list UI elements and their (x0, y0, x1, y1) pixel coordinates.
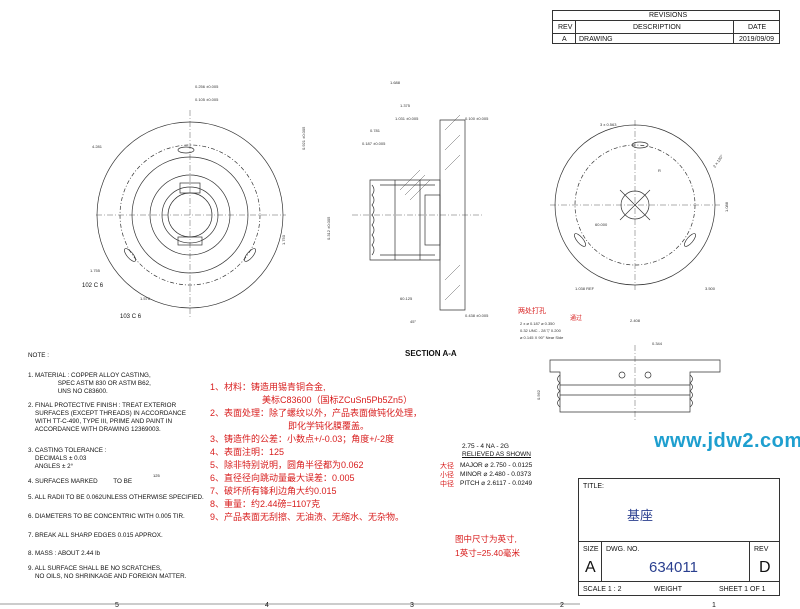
note-3: 3. CASTING TOLERANCE : DECIMALS ± 0.03 A… (28, 447, 107, 470)
cn-note-1b: 美标C83600（国标ZCuSn5Pb5Zn5） (262, 395, 413, 405)
note-9: 9. ALL SURFACE SHALL BE NO SCRATCHES, NO… (28, 565, 187, 580)
desc-col-header: DESCRIPTION (633, 24, 681, 31)
note-5: 5. ALL RADII TO BE 0.062UNLESS OTHERWISE… (28, 494, 204, 501)
note-4: 4. SURFACES MARKED TO BE (28, 478, 133, 485)
svg-text:R: R (658, 168, 661, 173)
weight-label: WEIGHT (654, 586, 682, 593)
thread-pitch: PITCH ⌀ 2.6117 - 0.0249 (460, 480, 533, 487)
callout-bubble-103: 103 C 6 (120, 314, 142, 320)
scale-label: SCALE 1 : 2 (583, 586, 622, 593)
front-view-left (96, 110, 286, 318)
svg-text:45°: 45° (410, 319, 416, 324)
revisions-header: REVISIONS (649, 12, 688, 19)
svg-text:0.781: 0.781 (370, 128, 381, 133)
svg-text:4.281: 4.281 (92, 144, 103, 149)
svg-text:0.312 ±0.005: 0.312 ±0.005 (326, 216, 331, 240)
date-row-value: 2019/09/09 (739, 36, 775, 43)
svg-text:60.000: 60.000 (595, 222, 608, 227)
svg-text:1.575: 1.575 (140, 296, 151, 301)
cn-note-2: 2、表面处理：除了螺纹以外，产品表面做钝化处理， (210, 408, 423, 418)
svg-text:1.038 REF: 1.038 REF (575, 286, 595, 291)
svg-text:1.088: 1.088 (724, 201, 729, 212)
svg-text:0.105 ±0.005: 0.105 ±0.005 (195, 97, 219, 102)
svg-text:3.500: 3.500 (705, 286, 716, 291)
title-block: TITLE: 基座 SIZE A DWG. NO. 634011 REV D S… (578, 478, 780, 596)
thread-subtitle: RELIEVED AS SHOWN (462, 451, 531, 458)
note-4-value: 125 (153, 473, 160, 478)
title-label: TITLE: (583, 483, 605, 490)
rev-col-header: REV (558, 24, 573, 31)
zone-5: 5 (115, 602, 119, 609)
rev-row-value: A (562, 36, 567, 43)
thread-detail-view (549, 345, 721, 420)
svg-text:0.32 UNC - 28 ▽ 0.200: 0.32 UNC - 28 ▽ 0.200 (520, 328, 562, 333)
cn-note-8: 8、重量：约2.44磅=1107克 (210, 499, 321, 509)
zone-4: 4 (265, 602, 269, 609)
svg-text:⌀ 0.145 X 90° Near Side: ⌀ 0.145 X 90° Near Side (520, 335, 564, 340)
svg-text:1.375: 1.375 (400, 103, 411, 108)
cn-note-2b: 即化学钝化膜覆盖。 (288, 421, 370, 431)
svg-text:0.187 ±0.005: 0.187 ±0.005 (362, 141, 386, 146)
section-label: SECTION A-A (405, 349, 457, 358)
svg-text:0.344: 0.344 (652, 341, 663, 346)
svg-text:1.031 ±0.005: 1.031 ±0.005 (395, 116, 419, 121)
svg-text:0.256 ±0.005: 0.256 ±0.005 (195, 84, 219, 89)
cn-note-4: 4、表面注明：125 (210, 447, 285, 457)
rev-value: D (759, 559, 771, 576)
size-value: A (585, 559, 596, 576)
zone-3: 3 (410, 602, 414, 609)
date-col-header: DATE (748, 24, 767, 31)
cn-note-9: 9、产品表面无刮擦、无油渍、无缩水、无杂物。 (210, 512, 405, 522)
zone-1: 1 (712, 602, 716, 609)
rev-label: REV (754, 546, 769, 553)
cn-note-3: 3、铸造件的公差：小数点+/-0.03；角度+/-2度 (210, 434, 395, 444)
svg-text:0.438 ±0.005: 0.438 ±0.005 (465, 313, 489, 318)
thread-major: MAJOR ⌀ 2.750 - 0.0125 (460, 462, 533, 469)
zone-2: 2 (560, 602, 564, 609)
svg-text:60.125: 60.125 (400, 296, 413, 301)
unit-note-1: 图中尺寸为英寸, (455, 534, 517, 544)
sheet-label: SHEET 1 OF 1 (719, 586, 766, 593)
svg-text:2 x ⌀ 0.187 ⌀ 0.350: 2 x ⌀ 0.187 ⌀ 0.350 (520, 321, 555, 326)
cn-note-5: 5、除非特别说明，圆角半径都为0.062 (210, 460, 364, 470)
unit-note-2: 1英寸=25.40毫米 (455, 548, 520, 558)
callout-bubble-102: 102 C 6 (82, 283, 104, 289)
svg-text:0.100 ±0.005: 0.100 ±0.005 (465, 116, 489, 121)
svg-text:1.755: 1.755 (90, 268, 101, 273)
svg-text:1.688: 1.688 (390, 80, 401, 85)
dwg-value: 634011 (649, 559, 698, 576)
svg-text:2 x 120°: 2 x 120° (712, 153, 725, 168)
section-a-a-view (352, 114, 482, 311)
thread-major-cn: 大径 (440, 463, 454, 470)
svg-text:0.921 ±0.005: 0.921 ±0.005 (301, 126, 306, 150)
notes-heading: NOTE : (28, 352, 49, 359)
revisions-table: REVISIONS REV DESCRIPTION DATE A DRAWING… (552, 10, 780, 44)
watermark-text: www.jdw2.com (654, 430, 800, 452)
note-1: 1. MATERIAL : COPPER ALLOY CASTING, SPEC… (28, 372, 151, 395)
dwg-label: DWG. NO. (606, 546, 640, 553)
note-2: 2. FINAL PROTECTIVE FINISH : TREAT EXTER… (28, 402, 186, 433)
size-label: SIZE (583, 546, 599, 553)
cn-note-7: 7、破坏所有锋利边角大约0.015 (210, 486, 337, 496)
detail-note-red-2: 通过 (570, 316, 583, 322)
cn-note-1: 1、材料：铸造用锡青铜合金, (210, 382, 326, 392)
svg-text:2.408: 2.408 (630, 318, 641, 323)
cn-note-6: 6、直径径向跳动量最大误差：0.005 (210, 473, 355, 483)
thread-minor: MINOR ⌀ 2.480 - 0.0373 (460, 471, 532, 478)
svg-text:1.750: 1.750 (281, 234, 286, 245)
svg-text:0.562: 0.562 (536, 389, 541, 400)
front-view-right (550, 120, 720, 290)
desc-row-value: DRAWING (579, 36, 613, 43)
note-8: 8. MASS : ABOUT 2.44 lb (28, 550, 100, 557)
title-value: 基座 (627, 508, 654, 523)
thread-title: 2.75 - 4 NA - 2G (462, 443, 509, 450)
thread-minor-cn: 小径 (440, 472, 454, 479)
note-7: 7. BREAK ALL SHARP EDGES 0.015 APPROX. (28, 532, 163, 539)
thread-pitch-cn: 中径 (440, 481, 454, 488)
detail-note-red-1: 两处打孔 (518, 308, 546, 315)
svg-text:3 x 0.563: 3 x 0.563 (600, 122, 617, 127)
note-6: 6. DIAMETERS TO BE CONCENTRIC WITH 0.005… (28, 513, 185, 520)
